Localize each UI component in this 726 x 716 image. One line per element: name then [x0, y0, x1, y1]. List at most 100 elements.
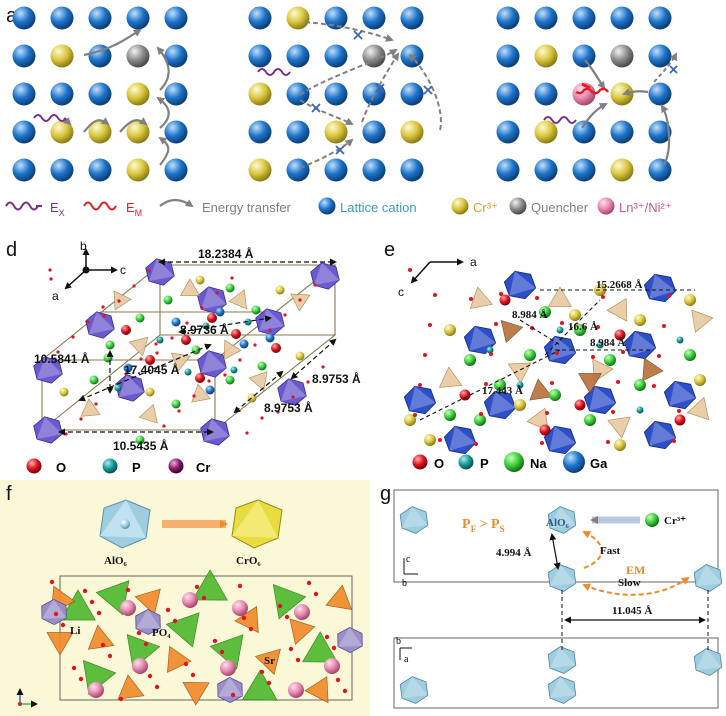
- legend-o-swatch: [26, 458, 42, 474]
- oxygen-atom: [494, 322, 498, 326]
- oxygen-atom: [132, 284, 136, 288]
- lattice-cation: [324, 6, 348, 30]
- atom: [596, 341, 604, 349]
- lattice-cation: [610, 120, 634, 144]
- atom: [634, 314, 646, 326]
- oxygen-atom: [277, 603, 283, 609]
- cr3-ion: [324, 120, 348, 144]
- alo6-label: AlO₆: [104, 555, 128, 567]
- sr-atom: [132, 658, 148, 674]
- lattice-cation: [496, 6, 520, 30]
- oxygen-atom: [82, 588, 88, 594]
- cross-mark-icon: [669, 65, 678, 74]
- lattice-cation: [324, 44, 348, 68]
- lattice-cation: [572, 44, 596, 68]
- oxygen-atom: [96, 610, 102, 616]
- oxygen-atom: [260, 416, 264, 420]
- atom: [207, 313, 217, 323]
- panel-g-axes-bottom: b a: [396, 636, 412, 665]
- octahedron: [443, 425, 477, 455]
- green-polyhedron: [60, 589, 96, 621]
- oxygen-atom: [192, 394, 196, 398]
- lattice-cation: [610, 6, 634, 30]
- atom: [59, 387, 69, 397]
- lattice-cation: [362, 158, 386, 182]
- atom: [181, 335, 191, 345]
- panel-d-label: d: [6, 239, 17, 261]
- transfer-arrow: [156, 96, 170, 129]
- panel-a-lattice-grid: [12, 6, 188, 182]
- oxygen-atom: [177, 409, 181, 413]
- cr3-ion: [88, 120, 112, 144]
- lattice-cation: [534, 158, 558, 182]
- octahedron: [643, 420, 677, 450]
- lattice-cation: [400, 6, 424, 30]
- oxygen-atom: [64, 432, 68, 436]
- purple-octahedron: [41, 598, 67, 626]
- alo6-octahedron: [547, 646, 577, 674]
- green-polyhedron: [301, 631, 338, 663]
- oxygen-atom: [474, 442, 478, 446]
- oxygen-atom: [428, 323, 432, 327]
- emission-wave-icon: [575, 87, 610, 95]
- panel-c-lattice-grid: [496, 6, 672, 182]
- orange-tetrahedron: [254, 648, 281, 676]
- oxygen-atom: [611, 410, 615, 414]
- atom: [524, 349, 536, 361]
- atom: [225, 375, 235, 385]
- lattice-cation: [648, 82, 672, 106]
- oxygen-atom: [550, 381, 554, 385]
- sr-atom: [324, 658, 340, 674]
- oxygen-atom: [418, 383, 422, 387]
- axis-a-label: a: [470, 255, 477, 269]
- lattice-cation: [534, 82, 558, 106]
- panel-a-arrows: [33, 28, 170, 166]
- tetrahedron: [179, 278, 201, 296]
- atom: [516, 381, 524, 389]
- oxygen-atom: [56, 350, 60, 354]
- cr3-ion: [126, 82, 150, 106]
- oxygen-atom: [136, 630, 142, 636]
- atom: [474, 414, 486, 426]
- sr-atom: [220, 660, 236, 676]
- oxygen-atom: [49, 277, 53, 281]
- purple-octahedron: [337, 626, 363, 654]
- oxygen-atom: [60, 622, 66, 628]
- sr-atom: [88, 682, 104, 698]
- svg-text:b: b: [396, 636, 401, 647]
- oxygen-atom: [194, 584, 200, 590]
- atom: [674, 414, 686, 426]
- tetrahedron: [80, 398, 101, 417]
- lattice-cation: [88, 44, 112, 68]
- green-polyhedron: [209, 634, 244, 670]
- panel-e-legend: O P Na Ga: [412, 451, 608, 473]
- lattice-cation: [88, 6, 112, 30]
- alo6-octahedron: [399, 676, 429, 704]
- oxygen-atom: [479, 412, 483, 416]
- legend-na-label: Na: [530, 456, 547, 471]
- transfer-arrow: [299, 48, 398, 96]
- oxygen-atom: [125, 587, 131, 593]
- atom: [257, 361, 267, 371]
- tetrahedron: [138, 403, 158, 424]
- octahedron: [663, 380, 697, 410]
- octahedron: [33, 416, 63, 444]
- legend-p-swatch: [102, 458, 118, 474]
- dist-8.9736: 8.9736 Å: [180, 322, 229, 337]
- cr3-ion: [50, 120, 74, 144]
- excitation-wave-icon: [33, 114, 67, 122]
- legend-p-label: P: [132, 460, 141, 475]
- panel-f: f AlO₆ CrO₆ Li PO₄ Sr: [0, 480, 370, 716]
- fast-transfer-arrow: [582, 531, 603, 569]
- legend-em-label: E: [126, 200, 135, 215]
- slow-label: Slow: [618, 577, 641, 589]
- oxygen-atom: [147, 269, 151, 273]
- orange-tetrahedron: [289, 618, 316, 645]
- tetrahedron: [642, 357, 664, 382]
- oxygen-atom: [321, 365, 325, 369]
- panel-g-axes-top: c b: [402, 554, 418, 589]
- em-label: EM: [626, 563, 645, 577]
- tetrahedron: [500, 319, 524, 344]
- atom: [464, 354, 476, 366]
- lattice-cation: [88, 82, 112, 106]
